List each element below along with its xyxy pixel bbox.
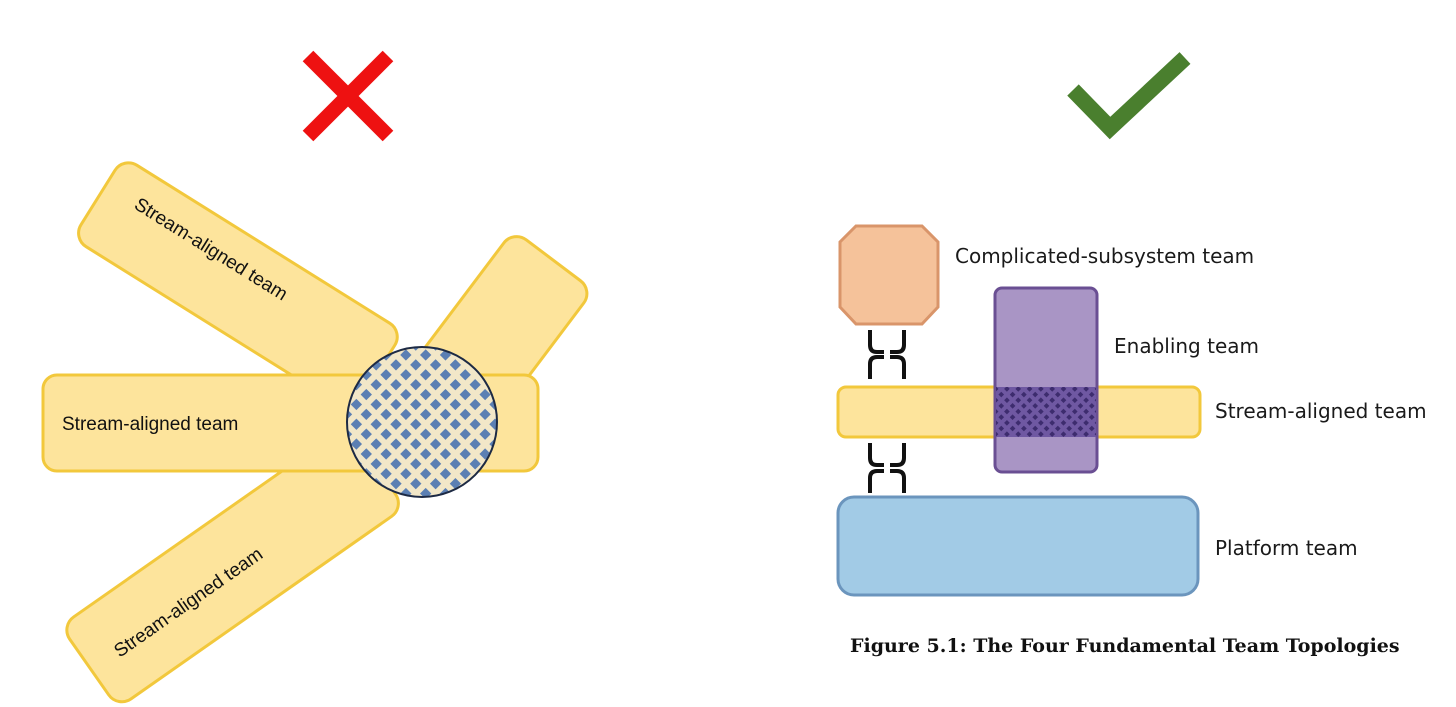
cross-mark-icon [302,50,394,142]
left-panel: Stream-aligned team Stream-aligned team … [41,50,589,704]
check-mark-icon [1067,52,1191,140]
enabling-team [993,286,1099,474]
platform-team [836,495,1200,597]
collaboration-connector-upper [868,330,906,379]
figure-caption: Figure 5.1: The Four Fundamental Team To… [850,635,1400,657]
stream-aligned-team-label: Stream-aligned team [1215,399,1427,423]
complicated-subsystem-team-label: Complicated-subsystem team [955,244,1254,268]
platform-team-label: Platform team [1215,536,1358,560]
collaboration-connector-lower [868,443,906,493]
enabling-team-label: Enabling team [1114,334,1259,358]
right-panel: Complicated-subsystem team Stream-aligne… [836,52,1427,657]
overlap-circle [346,346,498,498]
stream-aligned-team-middle-label: Stream-aligned team [62,414,238,435]
complicated-subsystem-team [838,224,940,326]
enabling-overlap-pattern [996,387,1096,437]
